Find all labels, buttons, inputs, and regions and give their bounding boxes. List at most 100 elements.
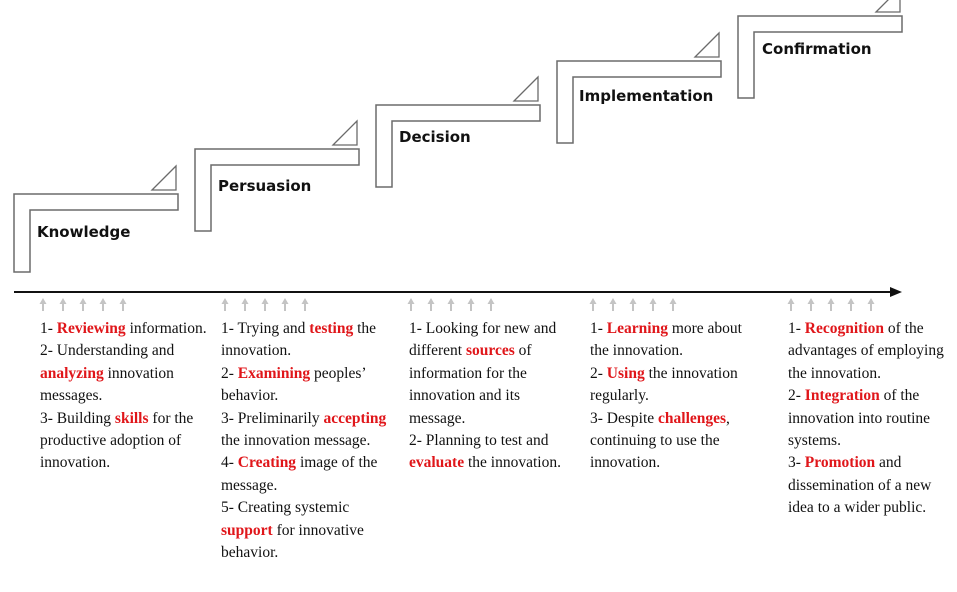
description-item: 3- Despite challenges, continuing to use… [590, 408, 760, 475]
step-triangles [150, 0, 901, 191]
description-text: 2- [788, 387, 805, 405]
description-item: 5- Creating systemic support for innovat… [221, 497, 401, 564]
description-item: 2- Using the innovation regularly. [590, 363, 760, 408]
step-corner-triangle-5 [874, 0, 901, 13]
stage-label-persuasion: Persuasion [218, 177, 312, 195]
timeline-axis [14, 287, 902, 297]
highlighted-keyword: Reviewing [56, 320, 126, 337]
description-item: 2- Understanding and analyzing innovatio… [40, 340, 208, 407]
description-item: 2- Integration of the innovation into ro… [788, 385, 953, 452]
up-arrow-icon [59, 298, 67, 311]
up-arrow-groups [39, 298, 875, 311]
description-text: 1- Trying and [221, 320, 310, 337]
highlighted-keyword: Examining [237, 364, 311, 382]
description-item: 3- Promotion and dissemination of a new … [788, 452, 953, 519]
stage-description-column-3: 1- Looking for new and different sources… [409, 318, 579, 475]
up-arrow-icon [427, 298, 435, 311]
description-text: of information for the innovation and it… [409, 342, 532, 427]
up-arrow-icon [99, 298, 107, 311]
up-arrow-icon [669, 298, 677, 311]
stage-label-confirmation: Confirmation [762, 40, 872, 58]
up-arrow-icon [467, 298, 475, 311]
description-text: 1- Looking for new and different [409, 320, 557, 360]
up-arrow-icon [487, 298, 495, 311]
highlighted-keyword: Recognition [804, 320, 885, 337]
highlighted-keyword: evaluate [409, 454, 465, 472]
highlighted-keyword: Using [606, 364, 645, 382]
description-text: for innovative behavior. [221, 521, 364, 562]
up-arrow-icon [39, 298, 47, 311]
highlighted-keyword: skills [114, 409, 149, 427]
description-item: 1- Recognition of the advantages of empl… [788, 318, 953, 385]
description-text: 2- [221, 364, 238, 382]
description-text: 5- Creating systemic [221, 499, 350, 517]
description-text: 3- Preliminarily [221, 409, 324, 427]
up-arrow-icon [589, 298, 597, 311]
stage-description-column-2: 1- Trying and testing the innovation.2- … [221, 318, 401, 564]
description-text: 3- Despite [590, 409, 659, 427]
description-text: and dissemination of a new idea to a wid… [788, 454, 932, 517]
stage-description-column-1: 1- Reviewing information.2- Understandin… [40, 318, 208, 475]
up-arrow-icon [787, 298, 795, 311]
description-text: the innovation. [464, 454, 561, 472]
description-item: 1- Trying and testing the innovation. [221, 318, 401, 363]
highlighted-keyword: Integration [804, 387, 880, 405]
description-text: innovation messages. [40, 364, 174, 405]
description-item: 3- Building skills for the productive ad… [40, 408, 208, 475]
stage-description-column-4: 1- Learning more about the innovation.2-… [590, 318, 760, 475]
highlighted-keyword: analyzing [40, 364, 104, 382]
description-text: image of the message. [221, 454, 378, 494]
highlighted-keyword: Learning [606, 320, 668, 337]
description-text: 1- [40, 320, 57, 337]
step-corner-triangle-1 [150, 164, 177, 191]
description-text: of the innovation into routine systems. [788, 387, 931, 450]
description-text: 2- Understanding and [40, 342, 175, 360]
up-arrow-icon [609, 298, 617, 311]
up-arrow-icon [827, 298, 835, 311]
up-arrow-icon [649, 298, 657, 311]
description-text: 2- [590, 364, 607, 382]
step-shape-2 [194, 148, 360, 232]
stage-label-implementation: Implementation [579, 87, 714, 105]
step-corner-triangle-4 [693, 31, 720, 58]
up-arrow-icon [281, 298, 289, 311]
up-arrow-icon [807, 298, 815, 311]
up-arrow-icon [119, 298, 127, 311]
up-arrow-icon [241, 298, 249, 311]
description-text: for the productive adoption of innovatio… [40, 409, 194, 472]
highlighted-keyword: Promotion [804, 454, 876, 472]
step-shape-3 [375, 104, 541, 188]
description-text: , continuing to use the innovation. [590, 409, 730, 472]
up-arrow-icon [301, 298, 309, 311]
highlighted-keyword: support [221, 521, 273, 539]
up-arrow-icon [221, 298, 229, 311]
description-item: 1- Learning more about the innovation. [590, 318, 760, 363]
description-text: 2- Planning to test and [409, 432, 549, 450]
highlighted-keyword: Creating [237, 454, 297, 472]
stage-label-knowledge: Knowledge [37, 223, 131, 241]
up-arrow-icon [447, 298, 455, 311]
up-arrow-icon [261, 298, 269, 311]
description-item: 1- Looking for new and different sources… [409, 318, 579, 430]
description-text: of the advantages of employing the innov… [788, 320, 944, 382]
stage-description-column-5: 1- Recognition of the advantages of empl… [788, 318, 953, 520]
step-shape-1 [13, 193, 179, 273]
description-item: 2- Examining peoples’ behavior. [221, 363, 401, 408]
stage-label-decision: Decision [399, 128, 471, 146]
description-text: peoples’ behavior. [221, 364, 366, 405]
highlighted-keyword: testing [309, 320, 354, 337]
description-text: information. [125, 320, 207, 337]
description-item: 1- Reviewing information. [40, 318, 208, 340]
step-corner-triangle-2 [331, 119, 358, 146]
up-arrow-icon [629, 298, 637, 311]
step-shape-5 [737, 15, 903, 99]
timeline-arrowhead [890, 287, 902, 297]
description-text: 3- Building [40, 409, 115, 427]
highlighted-keyword: sources [465, 342, 515, 360]
description-item: 4- Creating image of the message. [221, 452, 401, 497]
description-text: more about the innovation. [590, 320, 742, 360]
highlighted-keyword: challenges [658, 409, 727, 427]
description-item: 3- Preliminarily accepting the innovatio… [221, 408, 401, 453]
up-arrow-icon [407, 298, 415, 311]
